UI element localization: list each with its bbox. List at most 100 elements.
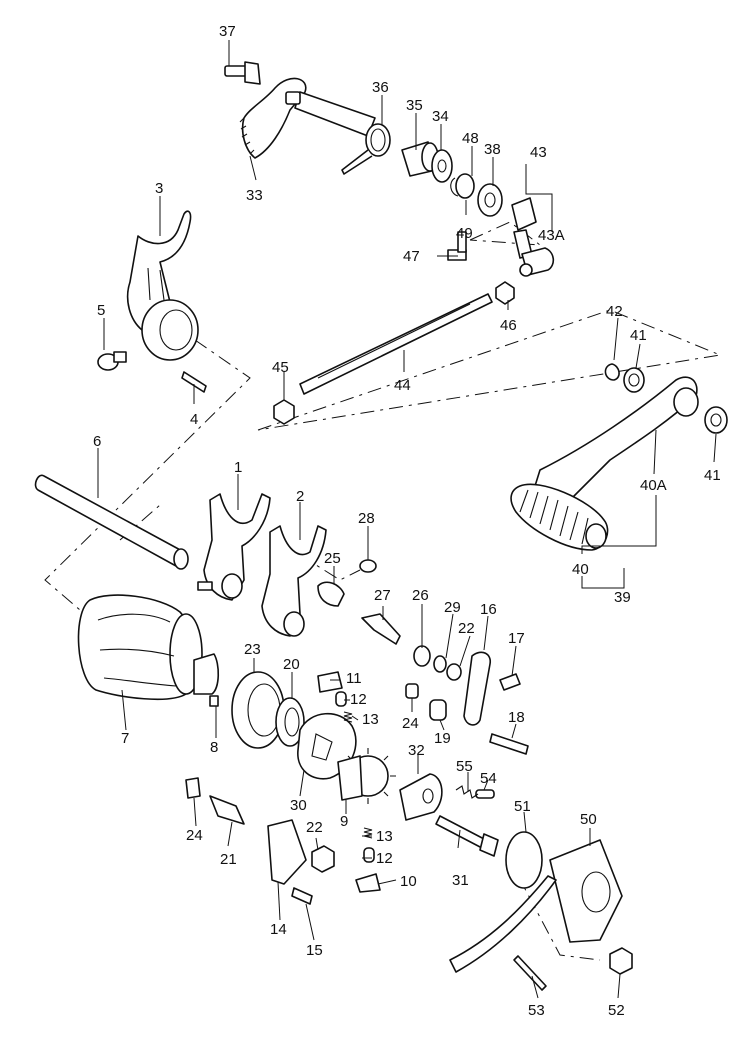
- label-21: 21: [220, 851, 237, 868]
- part-50-neutral-switch: [449, 839, 623, 973]
- part-26-spring: [413, 645, 431, 667]
- part-13-spring-upper: [343, 711, 353, 723]
- part-53-stud: [513, 955, 547, 991]
- label-38: 38: [484, 141, 501, 158]
- part-31-bolt: [435, 815, 499, 857]
- label-15: 15: [306, 942, 323, 959]
- label-37: 37: [219, 23, 236, 40]
- label-5: 5: [97, 302, 105, 319]
- part-3-shift-fork: [126, 210, 199, 361]
- part-54-pin: [475, 789, 495, 799]
- part-32-cam: [399, 773, 443, 821]
- part-33-shift-arm: [239, 77, 376, 159]
- part-23-bearing: [231, 671, 285, 749]
- label-43: 43: [530, 144, 547, 161]
- part-34-washer: [431, 149, 453, 183]
- label-35: 35: [406, 97, 423, 114]
- part-52-nut: [609, 947, 633, 975]
- part-22-nut-upper: [446, 663, 462, 681]
- label-2: 2: [296, 488, 304, 505]
- label-20: 20: [283, 656, 300, 673]
- part-51-o-ring: [505, 831, 543, 889]
- label-18: 18: [508, 709, 525, 726]
- label-14: 14: [270, 921, 287, 938]
- label-22-upper: 22: [458, 620, 475, 637]
- part-24-bushing-upper: [405, 683, 419, 699]
- part-2-shift-fork: [261, 525, 327, 637]
- part-12-pin-upper: [335, 691, 347, 707]
- label-32: 32: [408, 742, 425, 759]
- part-7-shift-drum: [77, 594, 220, 707]
- label-36: 36: [372, 79, 389, 96]
- label-28: 28: [358, 510, 375, 527]
- label-8: 8: [210, 739, 218, 756]
- part-28-washer: [359, 559, 377, 573]
- leader-lines: [97, 40, 717, 999]
- label-25: 25: [324, 550, 341, 567]
- label-55: 55: [456, 758, 473, 775]
- label-41-lower: 41: [704, 467, 721, 484]
- part-18-screw: [489, 733, 529, 755]
- part-labels: 37 36 35 34 48 38 43 33 49 43A 47 3 5 46…: [93, 23, 721, 1019]
- part-38-bearing: [477, 183, 503, 217]
- label-48: 48: [462, 130, 479, 147]
- label-49: 49: [456, 225, 473, 242]
- part-12-pin-lower: [363, 847, 375, 863]
- part-46-nut: [495, 281, 515, 305]
- part-44-shift-rod: [299, 293, 493, 395]
- part-5-pin: [97, 351, 127, 371]
- part-14-bracket: [267, 819, 307, 885]
- label-45: 45: [272, 359, 289, 376]
- label-4: 4: [190, 411, 198, 428]
- label-27: 27: [374, 587, 391, 604]
- label-50: 50: [580, 811, 597, 828]
- part-27-bolt: [361, 613, 401, 645]
- label-19: 19: [434, 730, 451, 747]
- shift-shaft-assembly: [224, 61, 555, 425]
- part-10-stopper: [355, 873, 381, 893]
- label-46: 46: [500, 317, 517, 334]
- label-29: 29: [444, 599, 461, 616]
- label-40A: 40A: [640, 477, 667, 494]
- part-19-collar: [429, 699, 447, 721]
- part-48-49-clip: [450, 173, 475, 199]
- label-53: 53: [528, 1002, 545, 1019]
- label-11: 11: [346, 670, 362, 687]
- label-12-upper: 12: [350, 691, 367, 708]
- label-12-lower: 12: [376, 850, 393, 867]
- label-24-upper: 24: [402, 715, 419, 732]
- label-1: 1: [234, 459, 242, 476]
- part-29-washer: [433, 655, 447, 673]
- label-44: 44: [394, 377, 411, 394]
- label-10: 10: [400, 873, 417, 890]
- part-22-nut-lower: [311, 845, 335, 873]
- label-7: 7: [121, 730, 129, 747]
- label-40: 40: [572, 561, 589, 578]
- label-17: 17: [508, 630, 525, 647]
- label-34: 34: [432, 108, 449, 125]
- part-37-bolt: [224, 61, 261, 85]
- label-3: 3: [155, 180, 163, 197]
- part-39-shift-pedal: [510, 376, 699, 551]
- part-43-linkage: [511, 197, 555, 277]
- label-13-lower: 13: [376, 828, 393, 845]
- label-51: 51: [514, 798, 531, 815]
- part-47-bolt: [447, 231, 467, 261]
- part-9-gear: [337, 748, 396, 804]
- part-55-spring: [455, 785, 479, 799]
- part-6-fork-shaft: [34, 474, 189, 570]
- label-52: 52: [608, 1002, 625, 1019]
- part-24-bushing-lower: [185, 777, 201, 799]
- part-20-washer: [275, 697, 305, 747]
- part-17-screw: [499, 673, 521, 691]
- part-4-clip: [181, 371, 207, 393]
- part-11-stopper: [317, 671, 343, 693]
- label-9: 9: [340, 813, 348, 830]
- label-42: 42: [606, 303, 623, 320]
- label-30: 30: [290, 797, 307, 814]
- label-39: 39: [614, 589, 631, 606]
- label-13-upper: 13: [362, 711, 379, 728]
- part-42-circlip: [604, 363, 620, 381]
- part-41-washers: [623, 367, 728, 434]
- part-1-shift-fork: [197, 493, 271, 601]
